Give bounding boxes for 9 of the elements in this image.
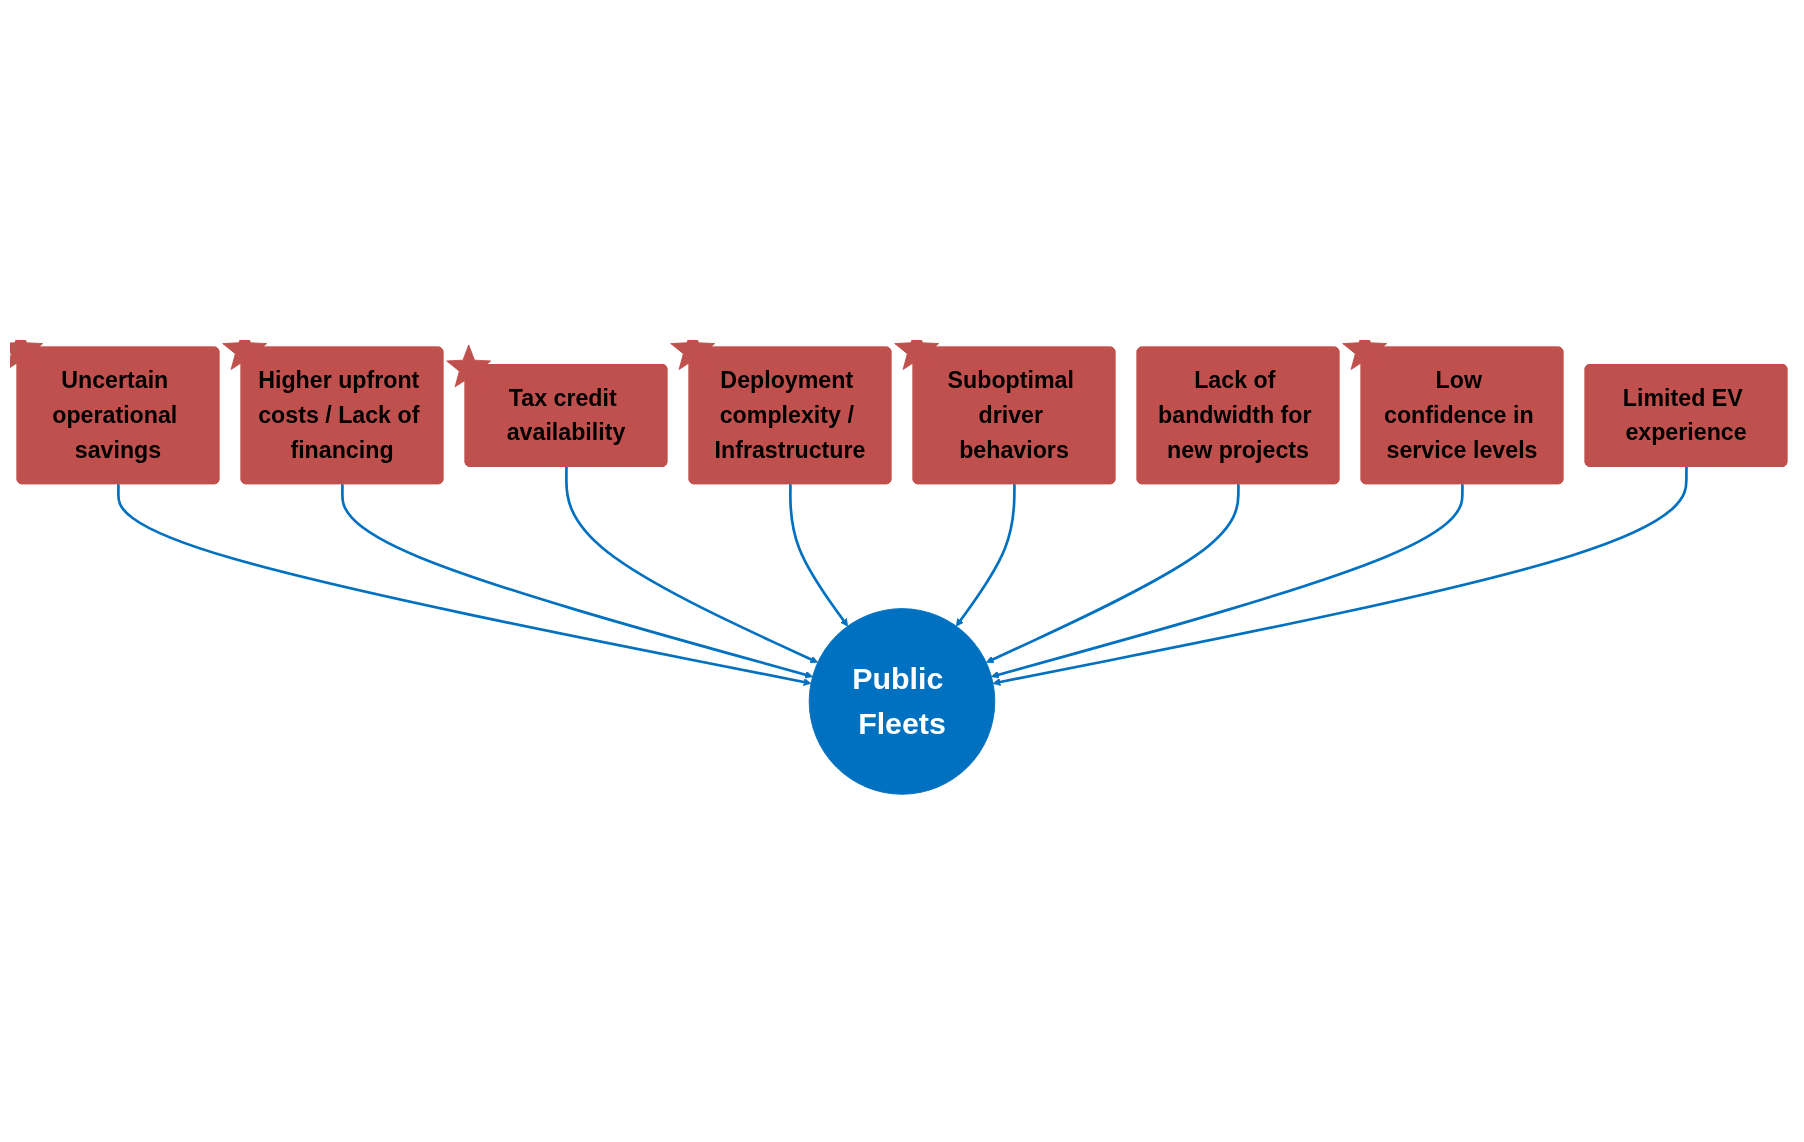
arrow (341, 484, 813, 679)
arrow (565, 467, 819, 664)
node-circle: Public Fleets (808, 608, 996, 795)
arrow (992, 467, 1688, 687)
arrow (991, 484, 1464, 679)
arrow (985, 484, 1240, 664)
arrow (789, 484, 849, 627)
arrow (955, 484, 1016, 627)
arrow (117, 484, 812, 687)
